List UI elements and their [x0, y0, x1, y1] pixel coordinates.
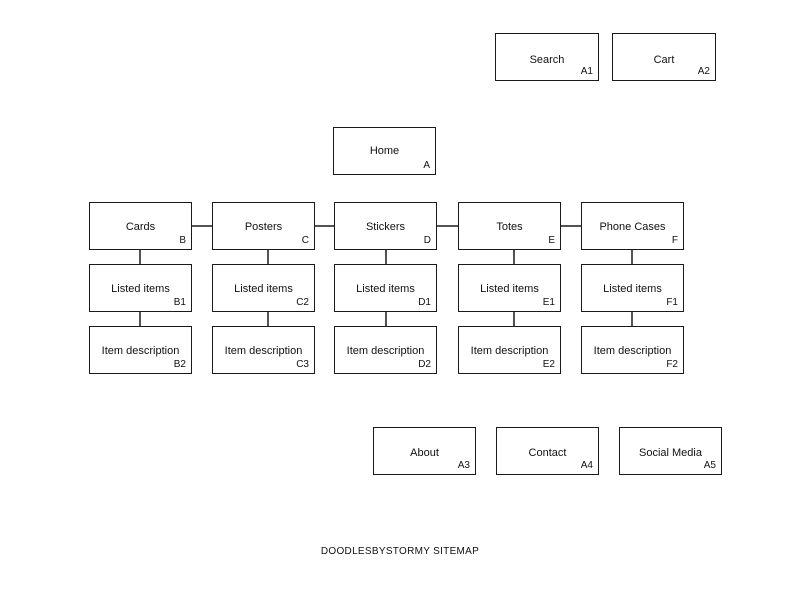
node-label: Cards — [125, 221, 156, 233]
node-category-cards: Cards B — [89, 202, 192, 250]
node-label: Stickers — [365, 221, 406, 233]
node-code: D — [423, 235, 431, 246]
node-category-posters: Posters C — [212, 202, 315, 250]
node-category-totes: Totes E — [458, 202, 561, 250]
node-label: Home — [369, 145, 400, 157]
node-code: F2 — [666, 359, 678, 370]
node-code: D2 — [418, 359, 431, 370]
node-label: Listed items — [480, 283, 539, 295]
diagram-title: DOODLESBYSTORMY SITEMAP — [320, 546, 480, 557]
node-label: Contact — [528, 447, 567, 459]
node-code: F1 — [666, 297, 678, 308]
node-social-media: Social Media A5 — [619, 427, 722, 475]
node-code: C — [301, 235, 309, 246]
node-about: About A3 — [373, 427, 476, 475]
node-code: A — [423, 160, 430, 171]
node-listed-phone-cases: Listed items F1 — [581, 264, 684, 312]
node-code: F — [671, 235, 678, 246]
node-code: A2 — [697, 66, 710, 77]
node-label: Item description — [470, 345, 549, 357]
node-label: About — [410, 447, 439, 459]
node-detail-posters: Item description C3 — [212, 326, 315, 374]
node-listed-stickers: Listed items D1 — [334, 264, 437, 312]
node-category-phone-cases: Phone Cases F — [581, 202, 684, 250]
node-label: Listed items — [356, 283, 415, 295]
node-code: A3 — [457, 460, 470, 471]
node-detail-stickers: Item description D2 — [334, 326, 437, 374]
node-contact: Contact A4 — [496, 427, 599, 475]
node-detail-phone-cases: Item description F2 — [581, 326, 684, 374]
node-code: B2 — [173, 359, 186, 370]
node-label: Posters — [244, 221, 283, 233]
node-label: Social Media — [639, 447, 702, 459]
node-code: A5 — [703, 460, 716, 471]
node-home: Home A — [333, 127, 436, 175]
node-code: C2 — [296, 297, 309, 308]
node-code: E2 — [542, 359, 555, 370]
node-label: Item description — [101, 345, 180, 357]
node-code: D1 — [418, 297, 431, 308]
node-label: Search — [529, 54, 565, 66]
node-category-stickers: Stickers D — [334, 202, 437, 250]
node-detail-cards: Item description B2 — [89, 326, 192, 374]
node-listed-cards: Listed items B1 — [89, 264, 192, 312]
node-code: B1 — [173, 297, 186, 308]
node-search: Search A1 — [495, 33, 599, 81]
node-label: Listed items — [234, 283, 293, 295]
node-code: E1 — [542, 297, 555, 308]
node-detail-totes: Item description E2 — [458, 326, 561, 374]
node-label: Listed items — [111, 283, 170, 295]
node-listed-posters: Listed items C2 — [212, 264, 315, 312]
node-label: Cart — [653, 54, 675, 66]
node-label: Item description — [593, 345, 672, 357]
node-code: C3 — [296, 359, 309, 370]
node-code: A4 — [580, 460, 593, 471]
node-label: Phone Cases — [599, 221, 666, 233]
node-code: A1 — [580, 66, 593, 77]
node-label: Listed items — [603, 283, 662, 295]
node-cart: Cart A2 — [612, 33, 716, 81]
node-code: B — [179, 235, 186, 246]
node-listed-totes: Listed items E1 — [458, 264, 561, 312]
node-label: Item description — [346, 345, 425, 357]
node-label: Totes — [496, 221, 523, 233]
node-code: E — [548, 235, 555, 246]
node-label: Item description — [224, 345, 303, 357]
